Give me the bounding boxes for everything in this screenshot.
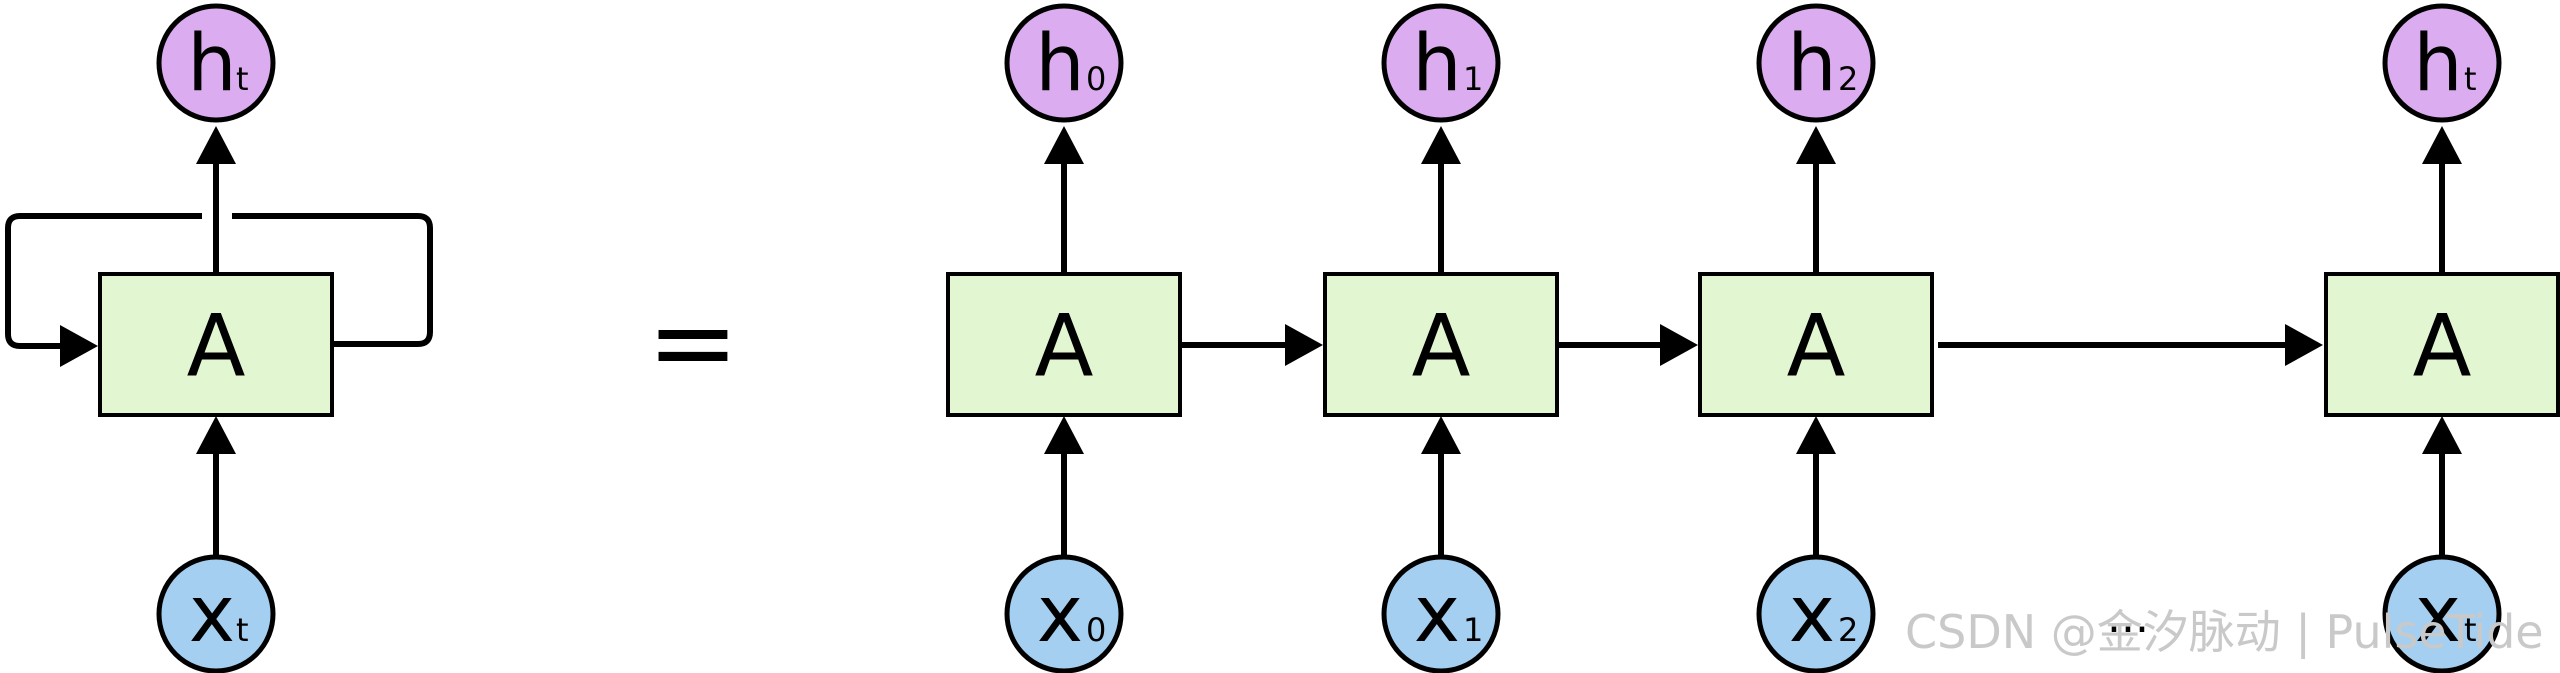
unrolled-output-node-3-subscript: t: [2464, 60, 2477, 98]
loop-left-head: [60, 325, 98, 367]
unrolled-cell-box-2: A: [1698, 272, 1934, 417]
loop-right-path: [232, 213, 433, 347]
ellipsis: ...: [2107, 592, 2149, 643]
unrolled-input-node-0-circle: [1004, 554, 1124, 673]
folded-input-node-symbol: x: [189, 570, 235, 660]
unrolled-input-arrow-2-head: [1796, 416, 1836, 454]
watermark: CSDN @金汐脉动 | PulseTide: [1905, 605, 2544, 660]
folded-output-node-circle: [156, 3, 276, 123]
unrolled-output-node-1-circle: [1381, 3, 1501, 123]
unrolled-cell-box-3: A: [2324, 272, 2560, 417]
unrolled-output-node-0-circle: [1004, 3, 1124, 123]
unrolled-cell-box-3-rect: [2324, 272, 2560, 417]
folded-cell-box-rect: [98, 272, 334, 417]
equals-sign: =: [647, 278, 739, 406]
unrolled-cell-box-0: A: [946, 272, 1182, 417]
unrolled-output-arrow-0-head: [1044, 126, 1084, 164]
unrolled-cell-box-3-label: A: [2413, 297, 2472, 397]
unrolled-output-node-2-symbol: h: [1787, 19, 1836, 109]
unrolled-cell-box-1: A: [1323, 272, 1559, 417]
folded-cell-box: A: [98, 272, 334, 417]
unrolled-output-node-1-subscript: 1: [1463, 60, 1483, 98]
unrolled-input-arrow-3-head: [2422, 416, 2462, 454]
folded-output-node-subscript: t: [236, 60, 249, 98]
unrolled-input-node-2-circle: [1756, 554, 1876, 673]
unrolled-input-node-1-subscript: 1: [1463, 611, 1483, 649]
unrolled-input-node-1-symbol: x: [1414, 570, 1460, 660]
unrolled-cell-box-0-rect: [946, 272, 1182, 417]
folded-input-node-circle: [156, 554, 276, 673]
unrolled-cell-box-1-rect: [1323, 272, 1559, 417]
unrolled-cell-box-2-label: A: [1787, 297, 1846, 397]
unrolled-output-node-1-symbol: h: [1412, 19, 1461, 109]
folded-cell-box-label: A: [187, 297, 246, 397]
unrolled-output-node-3-circle: [2382, 3, 2502, 123]
unrolled-input-node-1-circle: [1381, 554, 1501, 673]
folded-output-arrow-head: [196, 126, 236, 164]
unrolled-input-arrow-1-head: [1421, 416, 1461, 454]
unrolled-output-node-2-subscript: 2: [1838, 60, 1858, 98]
folded-output-node-symbol: h: [187, 19, 236, 109]
unrolled-input-node-0-subscript: 0: [1086, 611, 1106, 649]
unrolled-input-node-3-symbol: x: [2415, 570, 2461, 660]
unrolled-cell-box-0-label: A: [1035, 297, 1094, 397]
unrolled-output-node-3-symbol: h: [2413, 19, 2462, 109]
unrolled-cell-box-1-label: A: [1412, 297, 1471, 397]
hidden-arrow-0-1-head: [1285, 324, 1323, 366]
unrolled-output-node-0-subscript: 0: [1086, 60, 1106, 98]
unrolled-input-node-3-circle: [2382, 554, 2502, 673]
unrolled-cell-box-2-rect: [1698, 272, 1934, 417]
unrolled-output-arrow-1-head: [1421, 126, 1461, 164]
unrolled-input-arrow-0-head: [1044, 416, 1084, 454]
hidden-arrow-2-t-head: [2285, 324, 2323, 366]
folded-input-node-subscript: t: [236, 611, 249, 649]
loop-left-path: [5, 213, 202, 349]
hidden-arrow-1-2-head: [1660, 324, 1698, 366]
unrolled-output-arrow-2-head: [1796, 126, 1836, 164]
unrolled-input-node-3-subscript: t: [2464, 611, 2477, 649]
unrolled-output-node-2-circle: [1756, 3, 1876, 123]
unrolled-output-node-0-symbol: h: [1035, 19, 1084, 109]
unrolled-input-node-0-symbol: x: [1037, 570, 1083, 660]
unrolled-input-node-2-symbol: x: [1789, 570, 1835, 660]
connections: [5, 126, 2462, 556]
unrolled-input-node-2-subscript: 2: [1838, 611, 1858, 649]
unrolled-output-arrow-3-head: [2422, 126, 2462, 164]
folded-input-arrow-head: [196, 416, 236, 454]
